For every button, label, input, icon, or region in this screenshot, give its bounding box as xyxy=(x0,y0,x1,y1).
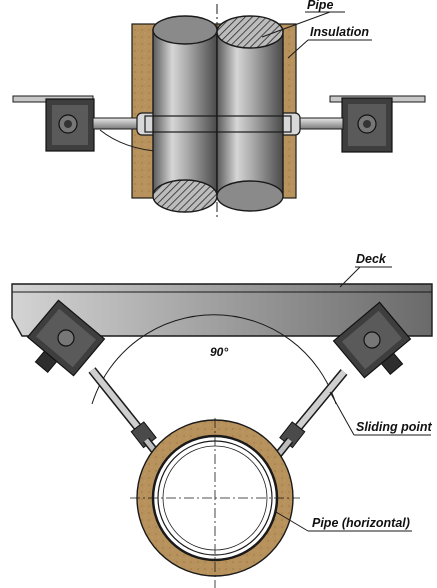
pipe-cross-section xyxy=(130,418,300,588)
bottom-view: Deck 90° xyxy=(11,252,433,588)
pipe-top-view xyxy=(144,15,292,213)
sliding-point-label: Sliding point xyxy=(329,391,433,436)
svg-text:Deck: Deck xyxy=(356,252,387,266)
svg-text:Pipe: Pipe xyxy=(307,0,333,12)
angle-arc xyxy=(91,314,337,405)
top-view: Pipe Insulation xyxy=(12,0,426,218)
right-angled-support xyxy=(270,301,412,463)
angle-label: 90° xyxy=(210,345,228,359)
pipe-horizontal-label: Pipe (horizontal) xyxy=(275,511,412,532)
svg-text:Sliding point: Sliding point xyxy=(356,420,433,434)
deck-label: Deck xyxy=(339,252,392,288)
svg-text:Insulation: Insulation xyxy=(310,25,369,39)
pipe-label: Pipe xyxy=(261,0,345,38)
left-support-top xyxy=(12,95,178,153)
deck-beam xyxy=(11,283,433,337)
right-support-top xyxy=(259,95,426,153)
svg-text:Pipe (horizontal): Pipe (horizontal) xyxy=(312,516,410,530)
insulation-label: Insulation xyxy=(287,25,372,59)
